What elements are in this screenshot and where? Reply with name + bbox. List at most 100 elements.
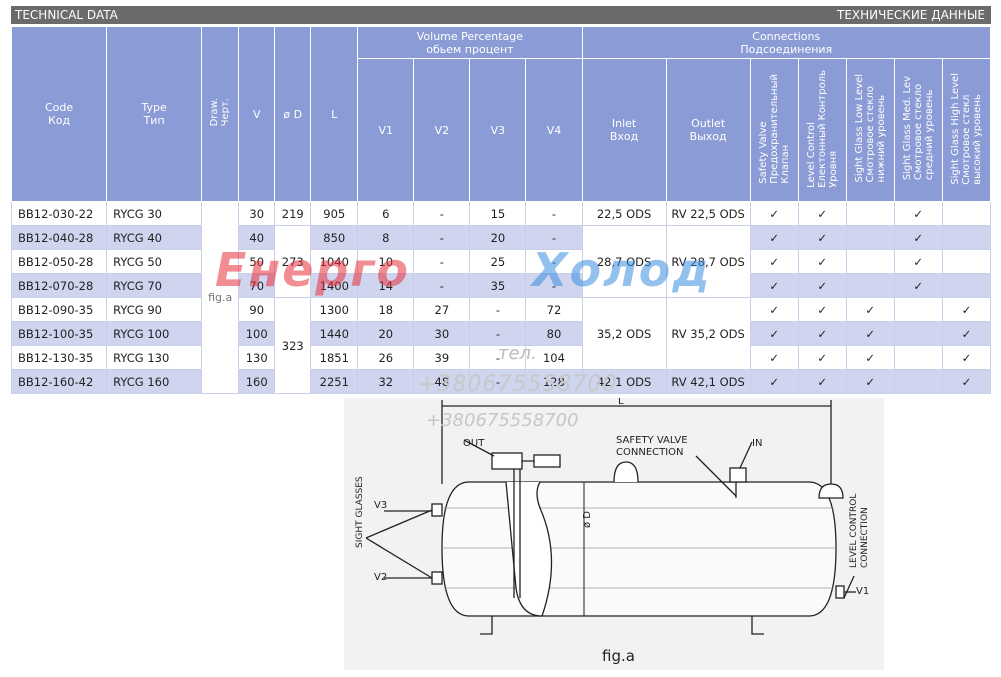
cell-safety-valve: ✓ bbox=[749, 345, 799, 370]
sight-glass-v2 bbox=[431, 571, 443, 585]
cell-sight-high: ✓ bbox=[941, 345, 992, 370]
cell-sight-high bbox=[941, 249, 992, 274]
label-safety-valve: SAFETY VALVE bbox=[616, 435, 688, 446]
cell-code: BB12-070-28 bbox=[10, 273, 108, 298]
cell-type: RYCG 40 bbox=[106, 225, 203, 250]
cell-l: 1440 bbox=[310, 321, 359, 346]
cell-v3: - bbox=[469, 369, 527, 394]
label-v1: V1 bbox=[856, 586, 869, 597]
col-v4: V4 bbox=[525, 58, 583, 202]
cell-sight-med bbox=[893, 369, 943, 394]
cell-v2: 27 bbox=[413, 297, 471, 322]
cell-type: RYCG 50 bbox=[106, 249, 203, 274]
table-row: BB12-030-22 RYCG 30 fig.a 30 219 905 6 -… bbox=[10, 201, 992, 394]
cell-sight-high bbox=[941, 201, 992, 226]
cell-sight-high: ✓ bbox=[941, 297, 992, 322]
cell-l: 1300 bbox=[310, 297, 359, 322]
cell-l: 1040 bbox=[310, 249, 359, 274]
cell-sight-low bbox=[845, 201, 895, 226]
cell-sight-med bbox=[893, 321, 943, 346]
cell-outlet: RV 42,1 ODS bbox=[665, 369, 751, 394]
col-v2: V2 bbox=[413, 58, 471, 202]
cell-code: BB12-100-35 bbox=[10, 321, 108, 346]
watermark-phone: +380675558700 bbox=[418, 372, 618, 397]
cell-l: 905 bbox=[310, 201, 359, 226]
technical-data-bar: TECHNICAL DATA ТЕХНИЧЕСКИЕ ДАННЫЕ bbox=[11, 6, 991, 24]
cell-type: RYCG 160 bbox=[106, 369, 203, 394]
cell-outlet: RV 28,7 ODS bbox=[665, 225, 751, 298]
table-row: BB12-050-28 RYCG 50 50 1040 10 - 25 - ✓ … bbox=[10, 249, 992, 274]
cell-sight-high: ✓ bbox=[941, 321, 992, 346]
cell-level-control: ✓ bbox=[797, 369, 847, 394]
cell-v: 70 bbox=[238, 273, 276, 298]
label-level-control: LEVEL CONTROL bbox=[849, 494, 859, 568]
cell-level-control: ✓ bbox=[797, 297, 847, 322]
col-drawing: Draw.Черт. bbox=[201, 26, 240, 202]
cell-l: 1851 bbox=[310, 345, 359, 370]
cell-v: 30 bbox=[238, 201, 276, 226]
cell-level-control: ✓ bbox=[797, 321, 847, 346]
cell-v: 130 bbox=[238, 345, 276, 370]
cell-inlet: 22,5 ODS bbox=[581, 201, 667, 226]
cell-l: 1400 bbox=[310, 273, 359, 298]
cell-v2: - bbox=[413, 225, 471, 250]
cell-outlet: RV 35,2 ODS bbox=[665, 297, 751, 370]
cell-v: 100 bbox=[238, 321, 276, 346]
col-v: V bbox=[238, 26, 276, 202]
cell-safety-valve: ✓ bbox=[749, 249, 799, 274]
label-safety-connection: CONNECTION bbox=[616, 447, 684, 458]
cell-v2: 39 bbox=[413, 345, 471, 370]
cell-code: BB12-090-35 bbox=[10, 297, 108, 322]
cell-v: 90 bbox=[238, 297, 276, 322]
foot-left bbox=[480, 616, 493, 635]
cutaway bbox=[505, 481, 553, 617]
cell-type: RYCG 130 bbox=[106, 345, 203, 370]
cell-level-control: ✓ bbox=[797, 273, 847, 298]
cell-code: BB12-050-28 bbox=[10, 249, 108, 274]
cell-v4: 128 bbox=[525, 369, 583, 394]
cell-v4: 104 bbox=[525, 345, 583, 370]
tank-body bbox=[441, 481, 837, 617]
level-control-port bbox=[835, 585, 845, 599]
cell-v3: 35 bbox=[469, 273, 527, 298]
cell-v2: 48 bbox=[413, 369, 471, 394]
label-sight-glasses: SIGHT GLASSES bbox=[355, 476, 365, 548]
table-row: BB12-090-35 RYCG 90 90 323 1300 18 27 - … bbox=[10, 297, 992, 394]
label-od: ø D bbox=[582, 511, 593, 528]
cell-v1: 26 bbox=[357, 345, 415, 370]
cell-inlet: 35,2 ODS bbox=[581, 297, 667, 370]
cell-code: BB12-040-28 bbox=[10, 225, 108, 250]
cell-safety-valve: ✓ bbox=[749, 297, 799, 322]
cell-v3: 25 bbox=[469, 249, 527, 274]
cell-v2: 30 bbox=[413, 321, 471, 346]
cell-sight-low: ✓ bbox=[845, 321, 895, 346]
cell-sight-low: ✓ bbox=[845, 297, 895, 322]
watermark-left: Енерго bbox=[215, 243, 410, 297]
cell-level-control: ✓ bbox=[797, 201, 847, 226]
outlet-valve bbox=[491, 452, 523, 470]
cell-od-323: 323 bbox=[274, 297, 312, 394]
col-od: ø D bbox=[274, 26, 312, 202]
title-left: TECHNICAL DATA bbox=[15, 8, 118, 22]
label-out: OUT bbox=[463, 438, 485, 449]
cell-sight-high bbox=[941, 225, 992, 250]
cell-code: BB12-130-35 bbox=[10, 345, 108, 370]
label-v3: V3 bbox=[374, 500, 387, 511]
cell-sight-low bbox=[845, 249, 895, 274]
table-row: BB12-100-35 RYCG 100 100 1440 20 30 - 80… bbox=[10, 321, 992, 346]
cell-sight-med: ✓ bbox=[893, 225, 943, 250]
cell-level-control: ✓ bbox=[797, 249, 847, 274]
cell-sight-high: ✓ bbox=[941, 369, 992, 394]
cell-v: 40 bbox=[238, 225, 276, 250]
cell-safety-valve: ✓ bbox=[749, 201, 799, 226]
